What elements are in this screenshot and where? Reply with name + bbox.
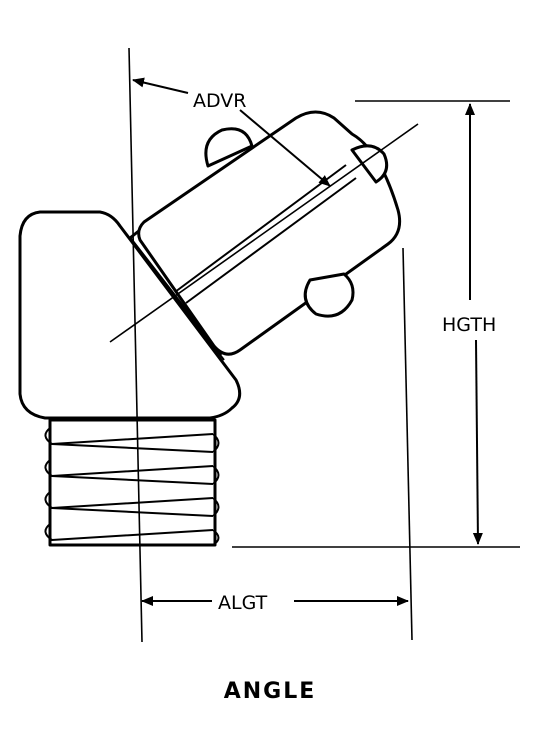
elbow-body bbox=[18, 210, 242, 420]
fitting-axis-line bbox=[109, 123, 419, 343]
advr-label: ADVR bbox=[193, 90, 247, 112]
vertical-reference-line bbox=[128, 47, 143, 643]
advr-dimension: ADVR bbox=[132, 77, 331, 187]
right-extension-line bbox=[402, 247, 413, 641]
fitting-head bbox=[137, 110, 402, 356]
threaded-shank bbox=[44, 418, 220, 547]
hgth-dimension: HGTH bbox=[442, 103, 496, 545]
algt-label: ALGT bbox=[218, 592, 268, 614]
diagram-caption: ANGLE bbox=[224, 679, 317, 704]
algt-dimension: ALGT bbox=[141, 592, 409, 614]
hgth-label: HGTH bbox=[442, 314, 496, 336]
